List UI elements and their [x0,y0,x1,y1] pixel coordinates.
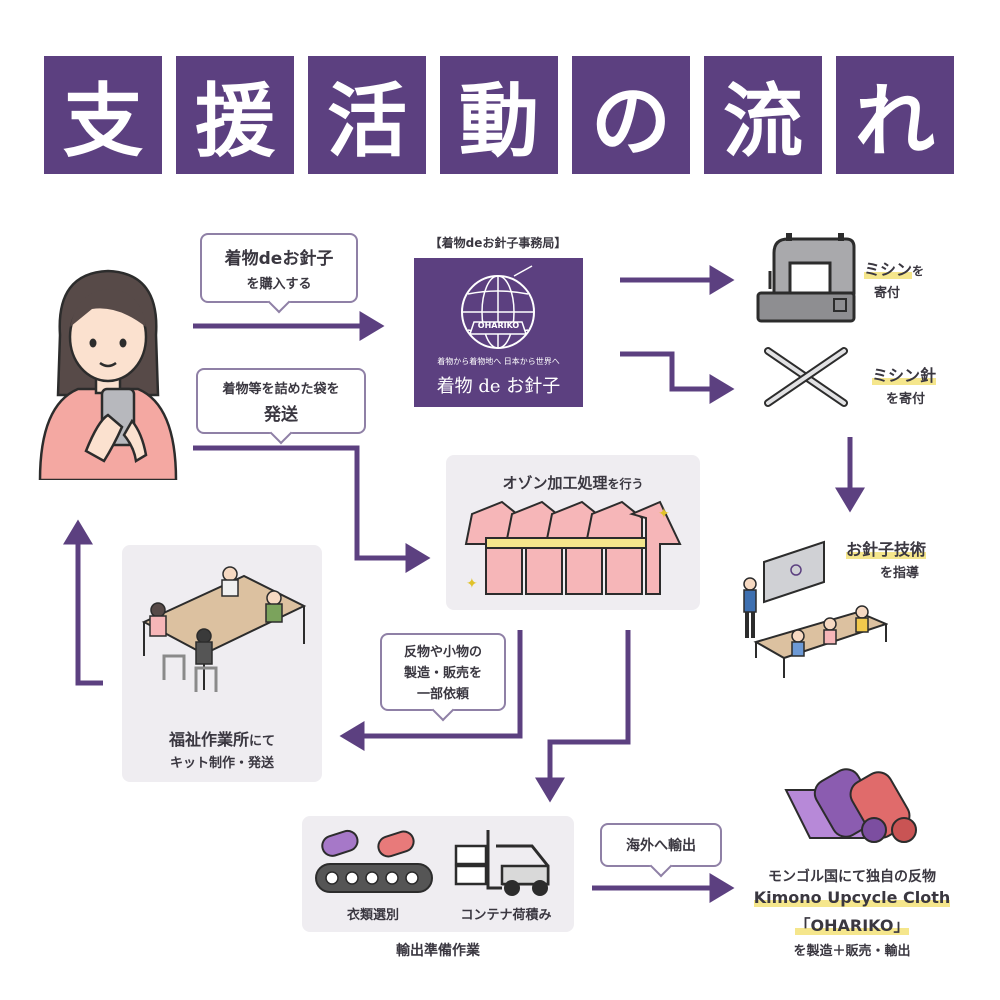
donate-machine-label: ミシンを [864,256,964,280]
ozone-label: オゾン加工処理を行う [446,472,700,493]
arrow-welfare-to-user [63,519,103,686]
teaching-scene-illustration [738,538,889,688]
mongolia-line1: モンゴル国にて独自の反物 [768,869,936,885]
donate-machine-sub: を [912,264,925,278]
conveyor-icon [314,826,434,896]
mongolia-line3: 「OHARIKO」 [794,916,910,935]
arrow-to-prep [535,630,631,803]
arrow-to-welfare [339,630,523,751]
donate-needle-line2: を寄付 [886,392,926,407]
fabric-rolls-icon [780,768,920,848]
workshop-illustration [134,560,310,710]
donate-machine-main: ミシン [864,260,913,279]
bubble-request-line2: 製造・販売を [403,666,482,681]
sewing-machine-icon [754,233,858,325]
bubble-request-line3: 一部依頼 [416,687,469,702]
mongolia-line2-wrap: Kimono Upcycle Cloth [732,888,972,907]
title-char: の [572,56,690,174]
bubble-purchase-line1: 着物deお針子 [224,249,334,269]
donate-needle-label: ミシン針 [872,362,962,386]
bubble-export-line1: 海外へ輸出 [626,838,696,854]
office-caption: 【着物deお針子事務局】 [429,236,567,250]
mongolia-line3-wrap: 「OHARIKO」 [732,912,972,936]
title-char: 流 [704,56,822,174]
title-char: 活 [308,56,426,174]
bubble-request: 反物や小物の 製造・販売を 一部依頼 [380,633,506,711]
bubble-ship-line1: 着物等を詰めた袋を [222,382,340,397]
welfare-line1: 福祉作業所 [168,730,249,749]
customer-illustration [38,265,178,482]
office-brand: 着物 de お針子 [436,376,561,397]
office-slogan: 着物から着物地へ 日本から世界へ [437,357,560,366]
title-char: 支 [44,56,162,174]
office-logo-ring-text: OHARIKO [477,321,520,330]
bubble-ship-line2: 発送 [264,405,298,425]
welfare-label: 福祉作業所にて [122,726,322,750]
mongolia-line2: Kimono Upcycle Cloth [753,888,951,907]
svg-text:✦: ✦ [466,576,478,592]
teach-label: お針子技術 [846,536,966,560]
welfare-line2: キット制作・発送 [169,756,274,771]
bubble-purchase-line2: を購入する [246,277,312,292]
prep-sort-label: 衣類選別 [346,908,399,923]
title-char: 援 [176,56,294,174]
forklift-icon [452,826,560,898]
title-char: 動 [440,56,558,174]
bubble-export: 海外へ輸出 [600,823,722,867]
office-logo-card: OHARIKO 着物から着物地へ 日本から世界へ 着物 de お針子 [414,258,583,407]
teach-main: お針子技術 [846,540,927,559]
svg-text:✦: ✦ [658,506,670,522]
prep-footer-label: 輸出準備作業 [396,943,480,959]
ozone-sub: を行う [607,477,644,491]
welfare-line1-sub: にて [249,734,276,749]
arrow-ship [193,445,431,573]
kimono-stack-illustration: ✦ ✦ [462,498,684,602]
teach-line2: を指導 [880,566,920,581]
ozone-main: オゾン加工処理 [502,474,608,492]
mongolia-line4: を製造＋販売・輸出 [793,944,911,959]
donate-needle-main: ミシン針 [872,366,937,385]
bubble-purchase: 着物deお針子 を購入する [200,233,358,303]
title-char: れ [836,56,954,174]
globe-emblem-icon [461,265,535,349]
donate-machine-line2: 寄付 [874,286,901,301]
prep-load-label: コンテナ荷積み [460,908,552,923]
sewing-needle-icon [760,345,852,411]
arrow-to-needle [620,351,735,404]
bubble-ship: 着物等を詰めた袋を 発送 [196,368,366,434]
bubble-request-line1: 反物や小物の [403,645,482,660]
